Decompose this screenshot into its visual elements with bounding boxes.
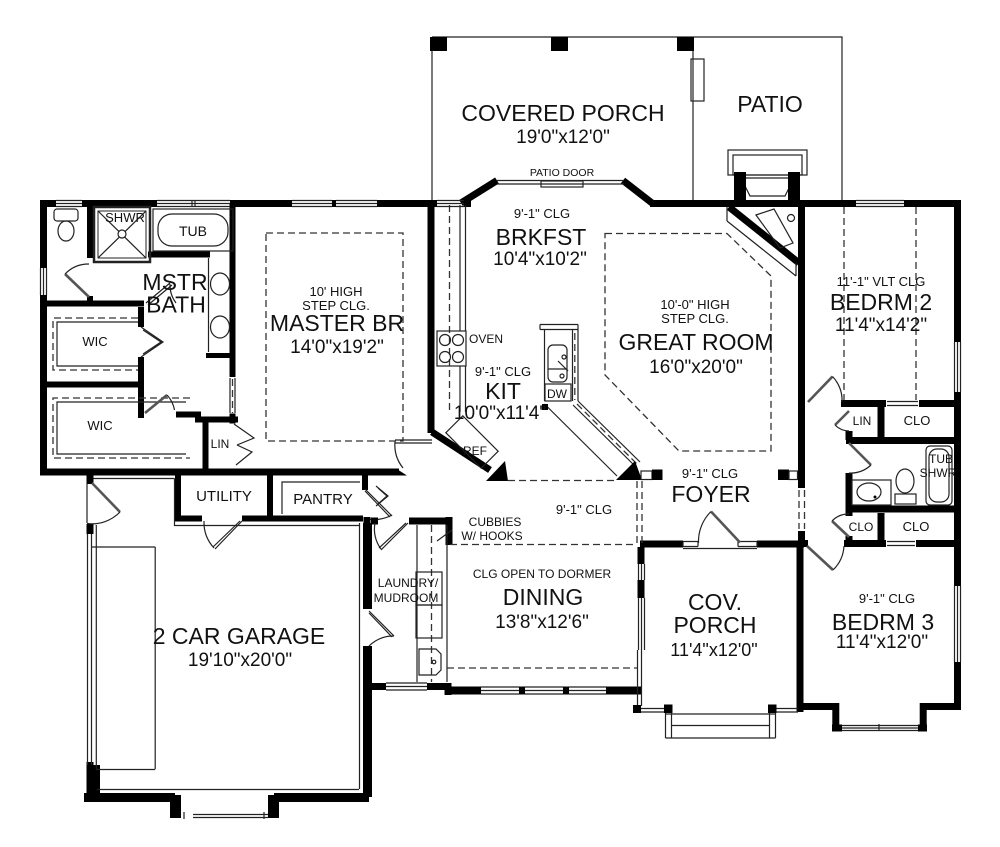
svg-text:KIT: KIT xyxy=(485,378,521,404)
svg-text:11'-1" VLT CLG: 11'-1" VLT CLG xyxy=(837,274,926,289)
svg-text:9'-1" CLG: 9'-1" CLG xyxy=(859,591,915,606)
svg-text:BRKFST: BRKFST xyxy=(496,224,587,250)
svg-text:14'0"x19'2": 14'0"x19'2" xyxy=(290,337,384,358)
svg-text:STEP CLG.: STEP CLG. xyxy=(661,311,729,326)
svg-text:CUBBIES: CUBBIES xyxy=(469,515,522,529)
svg-text:2 CAR GARAGE: 2 CAR GARAGE xyxy=(153,623,326,649)
svg-text:COVERED PORCH: COVERED PORCH xyxy=(461,100,664,126)
svg-text:11'4"x12'0": 11'4"x12'0" xyxy=(670,640,757,660)
svg-text:CLO: CLO xyxy=(849,520,874,534)
svg-text:GREAT ROOM: GREAT ROOM xyxy=(618,329,773,355)
svg-text:WIC: WIC xyxy=(87,418,112,433)
svg-text:PATIO: PATIO xyxy=(737,91,803,117)
svg-text:10' HIGH: 10' HIGH xyxy=(309,284,362,299)
svg-text:COV.: COV. xyxy=(688,589,742,615)
svg-text:11'4"x12'0": 11'4"x12'0" xyxy=(836,632,928,653)
svg-text:TUB: TUB xyxy=(179,223,207,239)
svg-text:9'-1" CLG: 9'-1" CLG xyxy=(556,502,612,517)
svg-text:13'8"x12'6": 13'8"x12'6" xyxy=(495,612,589,633)
svg-text:MASTER BR: MASTER BR xyxy=(270,310,404,336)
svg-text:BEDRM 3: BEDRM 3 xyxy=(832,609,934,635)
svg-text:DINING: DINING xyxy=(503,584,584,610)
svg-text:MSTR: MSTR xyxy=(142,269,207,295)
svg-text:9'-1" CLG: 9'-1" CLG xyxy=(682,466,738,481)
svg-text:CLO: CLO xyxy=(904,413,931,428)
svg-text:BEDRM 2: BEDRM 2 xyxy=(830,289,932,315)
svg-text:19'10"x20'0": 19'10"x20'0" xyxy=(188,650,292,671)
svg-text:10'0"x11'4": 10'0"x11'4" xyxy=(454,403,546,424)
svg-text:CLO: CLO xyxy=(903,519,930,534)
svg-text:OVEN: OVEN xyxy=(469,332,503,346)
svg-text:UTILITY: UTILITY xyxy=(196,488,252,505)
svg-text:DW: DW xyxy=(547,387,568,401)
svg-text:19'0"x12'0": 19'0"x12'0" xyxy=(516,127,610,148)
svg-text:TUB: TUB xyxy=(929,452,953,466)
svg-text:MUDROOM: MUDROOM xyxy=(374,591,439,605)
svg-text:FOYER: FOYER xyxy=(671,481,750,507)
svg-text:LIN: LIN xyxy=(853,414,872,428)
svg-text:PANTRY: PANTRY xyxy=(293,491,352,508)
svg-text:REF: REF xyxy=(463,444,487,458)
svg-text:SHWR: SHWR xyxy=(105,210,145,225)
svg-text:BATH: BATH xyxy=(146,292,206,318)
svg-text:9'-1" CLG: 9'-1" CLG xyxy=(475,364,531,379)
svg-text:WIC: WIC xyxy=(82,334,107,349)
svg-text:10'-0" HIGH: 10'-0" HIGH xyxy=(660,297,729,312)
svg-text:PORCH: PORCH xyxy=(673,612,756,638)
svg-text:16'0"x20'0": 16'0"x20'0" xyxy=(649,357,743,378)
svg-text:10'4"x10'2": 10'4"x10'2" xyxy=(493,249,587,270)
svg-text:CLG OPEN TO DORMER: CLG OPEN TO DORMER xyxy=(473,567,612,581)
svg-text:PATIO DOOR: PATIO DOOR xyxy=(530,167,595,179)
svg-text:9'-1" CLG: 9'-1" CLG xyxy=(514,206,570,221)
svg-text:STEP CLG.: STEP CLG. xyxy=(302,298,370,313)
svg-text:W/ HOOKS: W/ HOOKS xyxy=(461,529,522,543)
svg-text:LIN: LIN xyxy=(211,437,230,451)
svg-text:11'4"x14'2": 11'4"x14'2" xyxy=(835,315,927,336)
svg-text:SHWR: SHWR xyxy=(920,466,957,480)
svg-text:LAUNDRY/: LAUNDRY/ xyxy=(378,576,439,590)
